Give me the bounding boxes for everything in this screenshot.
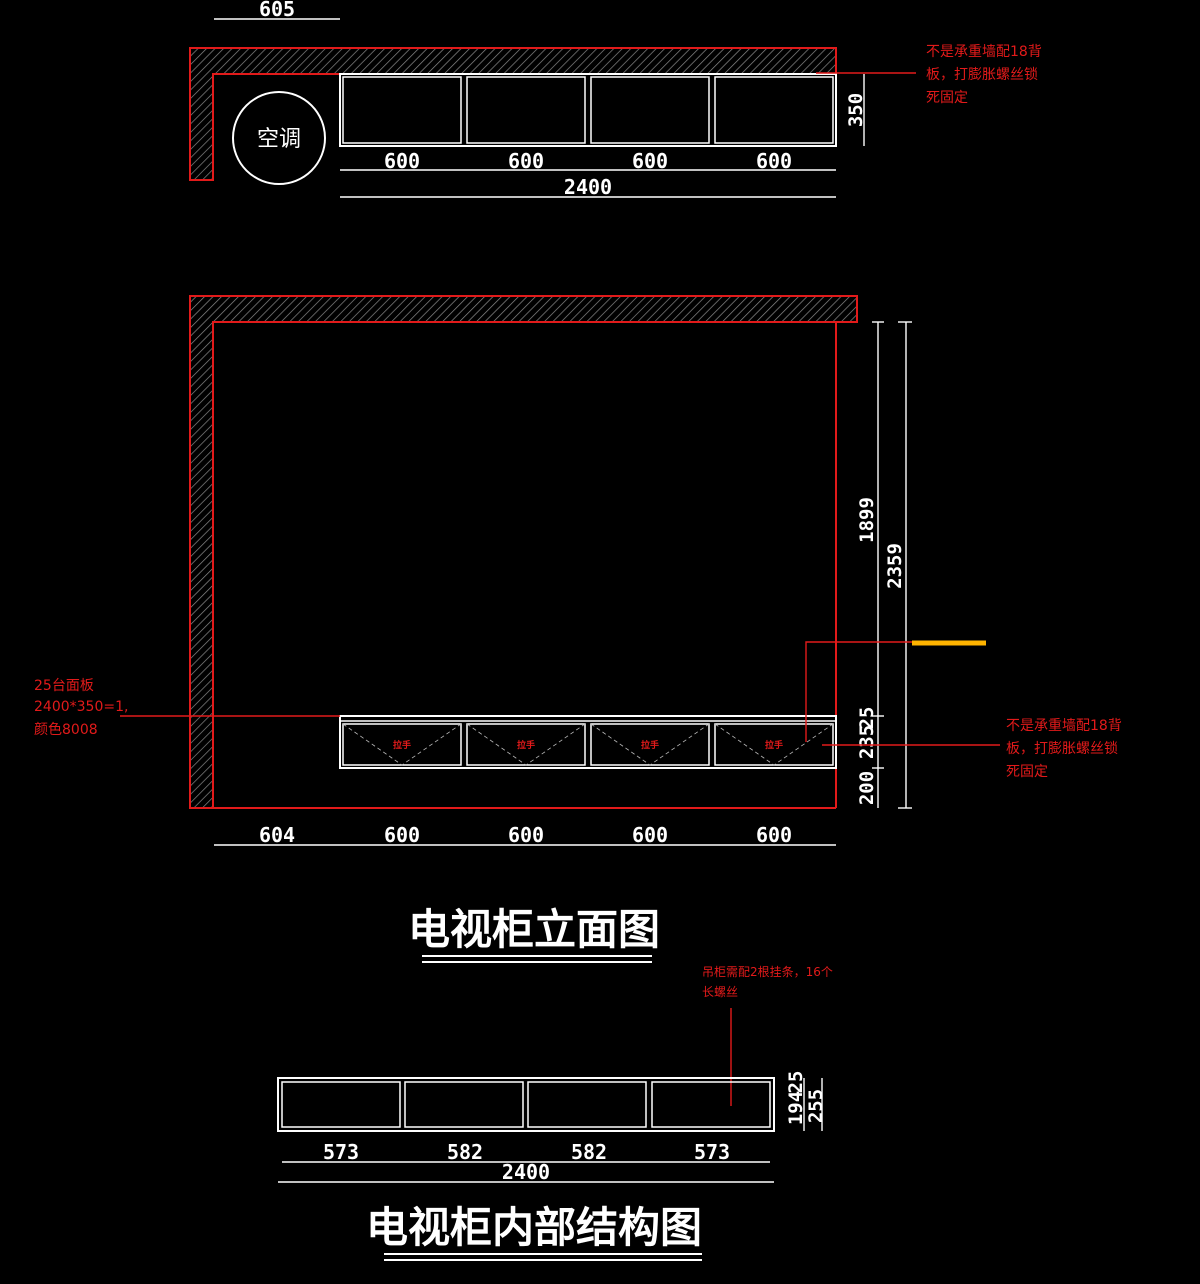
structure-bay bbox=[651, 1081, 771, 1128]
drawer: 拉手 bbox=[342, 723, 462, 766]
elevation-cabinet bbox=[339, 715, 837, 769]
countertop-note-line: 颜色8008 bbox=[34, 721, 98, 738]
elevation-dim-inner: 1899 bbox=[856, 497, 878, 543]
elevation-dim-base: 200 bbox=[856, 771, 878, 805]
elevation-bottom-dim: 600 bbox=[508, 823, 544, 847]
plan-bay-dim: 600 bbox=[632, 149, 668, 173]
plan-bay bbox=[342, 76, 462, 144]
structure-bay-dim: 573 bbox=[694, 1140, 730, 1164]
structure-bay bbox=[404, 1081, 524, 1128]
backboard-note-line: 不是承重墙配18背 bbox=[1006, 718, 1122, 734]
plan-wall bbox=[189, 47, 837, 181]
backboard-note-line: 死固定 bbox=[1006, 764, 1048, 780]
plan-bay-dim: 600 bbox=[756, 149, 792, 173]
backboard-note-line: 板，打膨胀螺丝锁 bbox=[1006, 740, 1118, 757]
elevation-wall bbox=[189, 295, 858, 809]
elevation-bottom-dim: 600 bbox=[384, 823, 420, 847]
elevation-dim-outer: 2359 bbox=[884, 543, 906, 589]
air-conditioner-label: 空调 bbox=[257, 127, 301, 152]
structure-cabinet bbox=[277, 1077, 775, 1132]
elevation-bottom-dim: 600 bbox=[632, 823, 668, 847]
plan-top-dim: 605 bbox=[259, 0, 295, 21]
structure-dim-c: 255 bbox=[805, 1089, 827, 1123]
structure-bay-dim: 582 bbox=[571, 1140, 607, 1164]
plan-bay bbox=[590, 76, 710, 144]
structure-dim-a: 194 bbox=[785, 1091, 807, 1125]
plan-view: 605 空调 350 600 600 600 600 2400 不是承重墙配18… bbox=[189, 0, 1042, 199]
elevation-view: 拉手 拉手 拉手 拉手 1899 2359 25 23 bbox=[34, 295, 1122, 963]
plan-height-dim: 350 bbox=[845, 93, 867, 127]
drawer-handle-tag: 拉手 bbox=[641, 739, 659, 751]
structure-bay bbox=[527, 1081, 647, 1128]
plan-total-dim: 2400 bbox=[564, 175, 612, 199]
countertop-note-line: 2400*350=1, bbox=[34, 699, 128, 715]
structure-total-dim: 2400 bbox=[502, 1160, 550, 1184]
countertop-note-line: 25台面板 bbox=[34, 678, 94, 694]
drawer: 拉手 bbox=[466, 723, 586, 766]
drawer-handle-tag: 拉手 bbox=[517, 739, 535, 751]
elevation-bottom-dim: 600 bbox=[756, 823, 792, 847]
structure-view: 吊柜需配2根挂条，16个 长螺丝 194 25 255 573 582 582 … bbox=[277, 965, 833, 1261]
drawer: 拉手 bbox=[590, 723, 710, 766]
structure-note-line: 长螺丝 bbox=[702, 985, 738, 999]
drawer-handle-tag: 拉手 bbox=[765, 739, 783, 751]
air-conditioner-circle bbox=[232, 91, 326, 185]
plan-cabinet bbox=[339, 73, 837, 147]
drawer-handle-tag: 拉手 bbox=[393, 739, 411, 751]
elevation-title: 电视柜立面图 bbox=[408, 905, 660, 954]
plan-note-line: 不是承重墙配18背 bbox=[926, 44, 1042, 60]
structure-bay-dim: 573 bbox=[323, 1140, 359, 1164]
structure-title: 电视柜内部结构图 bbox=[366, 1203, 702, 1252]
plan-bay bbox=[714, 76, 834, 144]
structure-dim-b: 25 bbox=[785, 1071, 807, 1094]
structure-bay bbox=[281, 1081, 401, 1128]
leader-line bbox=[805, 641, 912, 742]
plan-bay-dim: 600 bbox=[508, 149, 544, 173]
elevation-dim-drawer: 235 bbox=[856, 725, 878, 759]
plan-bay bbox=[466, 76, 586, 144]
plan-note-line: 死固定 bbox=[926, 90, 968, 106]
elevation-bottom-dim: 604 bbox=[259, 823, 295, 847]
plan-bay-dim: 600 bbox=[384, 149, 420, 173]
structure-bay-dim: 582 bbox=[447, 1140, 483, 1164]
plan-note-line: 板，打膨胀螺丝锁 bbox=[926, 66, 1038, 83]
elevation-dim-top-band: 25 bbox=[856, 707, 878, 730]
structure-note-line: 吊柜需配2根挂条，16个 bbox=[702, 965, 833, 979]
drawer: 拉手 bbox=[714, 723, 834, 766]
